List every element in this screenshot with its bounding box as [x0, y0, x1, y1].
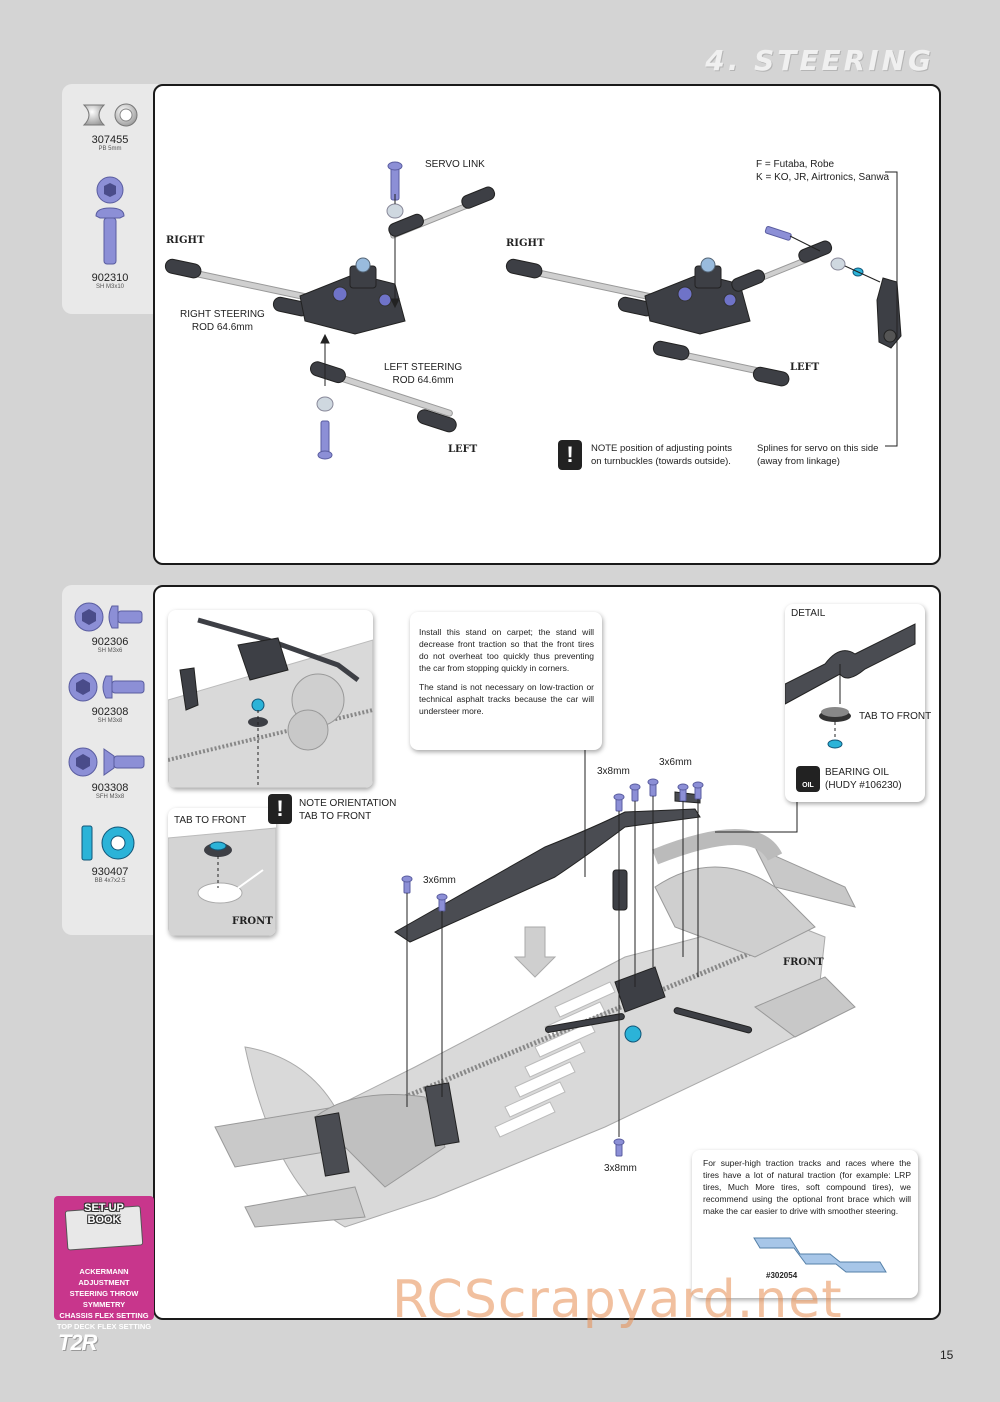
tab-to-front-inset-label: TAB TO FRONT: [174, 815, 247, 826]
flat-head-screw-m3x8-icon: [68, 747, 145, 777]
setup-item: CHASSIS FLEX SETTING: [59, 1311, 149, 1320]
inset-tab-diagram: [168, 827, 276, 936]
setup-book-items: ACKERMANN ADJUSTMENT STEERING THROW SYMM…: [54, 1266, 154, 1332]
setup-book-badge[interactable]: SET-UP BOOK ACKERMANN ADJUSTMENT STEERIN…: [54, 1196, 154, 1331]
servo-brand-label: F = Futaba, Robe K = KO, JR, Airtronics,…: [756, 158, 889, 184]
bearing-oil-icon: OIL: [796, 766, 820, 792]
splines-line1: Splines for servo on this side: [757, 443, 879, 454]
detail-diagram: [785, 623, 916, 749]
part-desc: SH M3x10: [95, 284, 124, 290]
note-orientation-label: NOTE ORIENTATION TAB TO FRONT: [299, 797, 396, 823]
part-desc: SH M3x8: [97, 718, 123, 724]
page-number: 15: [940, 1348, 954, 1362]
warning-icon: !: [558, 440, 582, 470]
bearing-oil-line2: (HUDY #106230): [825, 780, 902, 791]
detail-label: DETAIL: [791, 608, 826, 619]
right-steering-rod-label: RIGHT STEERING ROD 64.6mm: [180, 308, 265, 334]
part-desc: SH M3x6: [97, 648, 123, 654]
part-code: 307455: [91, 134, 129, 146]
screw-m3x8-icon: [68, 672, 145, 702]
note-line2: on turnbuckles (towards outside).: [591, 456, 731, 467]
splines-note: Splines for servo on this side (away fro…: [757, 442, 878, 468]
note-orientation-line1: NOTE ORIENTATION: [299, 798, 397, 809]
setup-book-title-line1: SET-UP: [84, 1202, 124, 1214]
bearing-oil-line1: BEARING OIL: [825, 767, 889, 778]
setup-item: STEERING THROW SYMMETRY: [69, 1289, 139, 1309]
steering-assembly-diagram: [164, 161, 902, 460]
part-902308: 902308 SH M3x8: [62, 706, 158, 725]
servo-brand-line2: K = KO, JR, Airtronics, Sanwa: [756, 172, 890, 183]
part-desc: BB 4x7x2.5: [94, 878, 126, 884]
brand-logo: T2R: [58, 1330, 98, 1355]
screw-3x6-left-label: 3x6mm: [423, 875, 456, 886]
left-label-right-assembly: LEFT: [790, 362, 820, 373]
setup-book-title: SET-UP BOOK: [54, 1202, 154, 1226]
setup-book-title-line2: BOOK: [87, 1214, 121, 1226]
part-desc: SFH M3x8: [95, 794, 125, 800]
front-brace-note-box: For super-high traction tracks and races…: [692, 1150, 918, 1298]
part-307455: 307455 PB 5mm: [62, 134, 158, 153]
stand-note-paragraph-1: Install this stand on carpet; the stand …: [419, 627, 594, 673]
steering-assembly-panel: [153, 84, 941, 565]
stand-note-box: Install this stand on carpet; the stand …: [410, 612, 602, 750]
note-line1: NOTE position of adjusting points: [591, 443, 732, 454]
orientation-warning-icon: !: [268, 794, 292, 824]
adjusting-note: NOTE position of adjusting points on tur…: [591, 442, 732, 468]
front-brace-note-text: For super-high traction tracks and races…: [703, 1158, 911, 1216]
screw-m3x6-icon: [74, 602, 143, 632]
left-steering-line1: LEFT STEERING: [384, 362, 463, 373]
inset-orientation-diagram: [168, 617, 373, 788]
servo-brand-line1: F = Futaba, Robe: [756, 159, 835, 170]
front-brace-part-number: #302054: [766, 1271, 798, 1280]
splines-line2: (away from linkage): [757, 456, 840, 467]
left-steering-line2: ROD 64.6mm: [392, 375, 454, 386]
inset-tab-to-front: [168, 808, 276, 936]
left-steering-rod-label: LEFT STEERING ROD 64.6mm: [384, 361, 462, 387]
part-code: 902306: [91, 636, 129, 648]
front-inset-label: FRONT: [232, 916, 273, 927]
front-brace-icon: [753, 1237, 887, 1273]
right-steering-line2: ROD 64.6mm: [191, 322, 253, 333]
stand-note-paragraph-2: The stand is not necessary on low-tracti…: [419, 682, 594, 716]
screw-m3x10-icon: [95, 176, 125, 265]
servo-link-label: SERVO LINK: [425, 159, 485, 170]
part-930407: 930407 BB 4x7x2.5: [62, 866, 158, 885]
part-code: 903308: [91, 782, 129, 794]
screw-3x8-bottom-label: 3x8mm: [604, 1163, 637, 1174]
front-main-label: FRONT: [783, 957, 824, 968]
section-title: 4. STEERING: [705, 44, 934, 77]
part-code: 902308: [91, 706, 129, 718]
ball-pivot-icon: [82, 103, 138, 127]
right-label-left-assembly: RIGHT: [166, 235, 205, 246]
watermark-text: RCScrapyard.net: [392, 1270, 843, 1330]
right-label-right-assembly: RIGHT: [506, 238, 545, 249]
part-902306: 902306 SH M3x6: [62, 636, 158, 655]
note-orientation-line2: TAB TO FRONT: [299, 811, 372, 822]
part-desc: PB 5mm: [98, 146, 122, 152]
part-902310: 902310 SH M3x10: [62, 272, 158, 291]
setup-item: TOP DECK FLEX SETTING: [56, 1322, 152, 1331]
tab-to-front-detail-label: TAB TO FRONT: [859, 711, 932, 722]
part-903308: 903308 SFH M3x8: [62, 782, 158, 801]
bearing-oil-label: BEARING OIL (HUDY #106230): [825, 766, 902, 792]
ball-bearing-icon: [81, 825, 135, 861]
screw-3x6-top-label: 3x6mm: [659, 757, 692, 768]
left-label-left-assembly: LEFT: [448, 444, 478, 455]
inset-orientation-view: [168, 610, 373, 788]
part-code: 930407: [91, 866, 129, 878]
right-steering-line1: RIGHT STEERING: [180, 309, 265, 320]
setup-item: ACKERMANN ADJUSTMENT: [78, 1267, 130, 1287]
chassis-assembly-diagram: [214, 745, 856, 1228]
part-code: 902310: [91, 272, 129, 284]
screw-3x8-top-label: 3x8mm: [597, 766, 630, 777]
